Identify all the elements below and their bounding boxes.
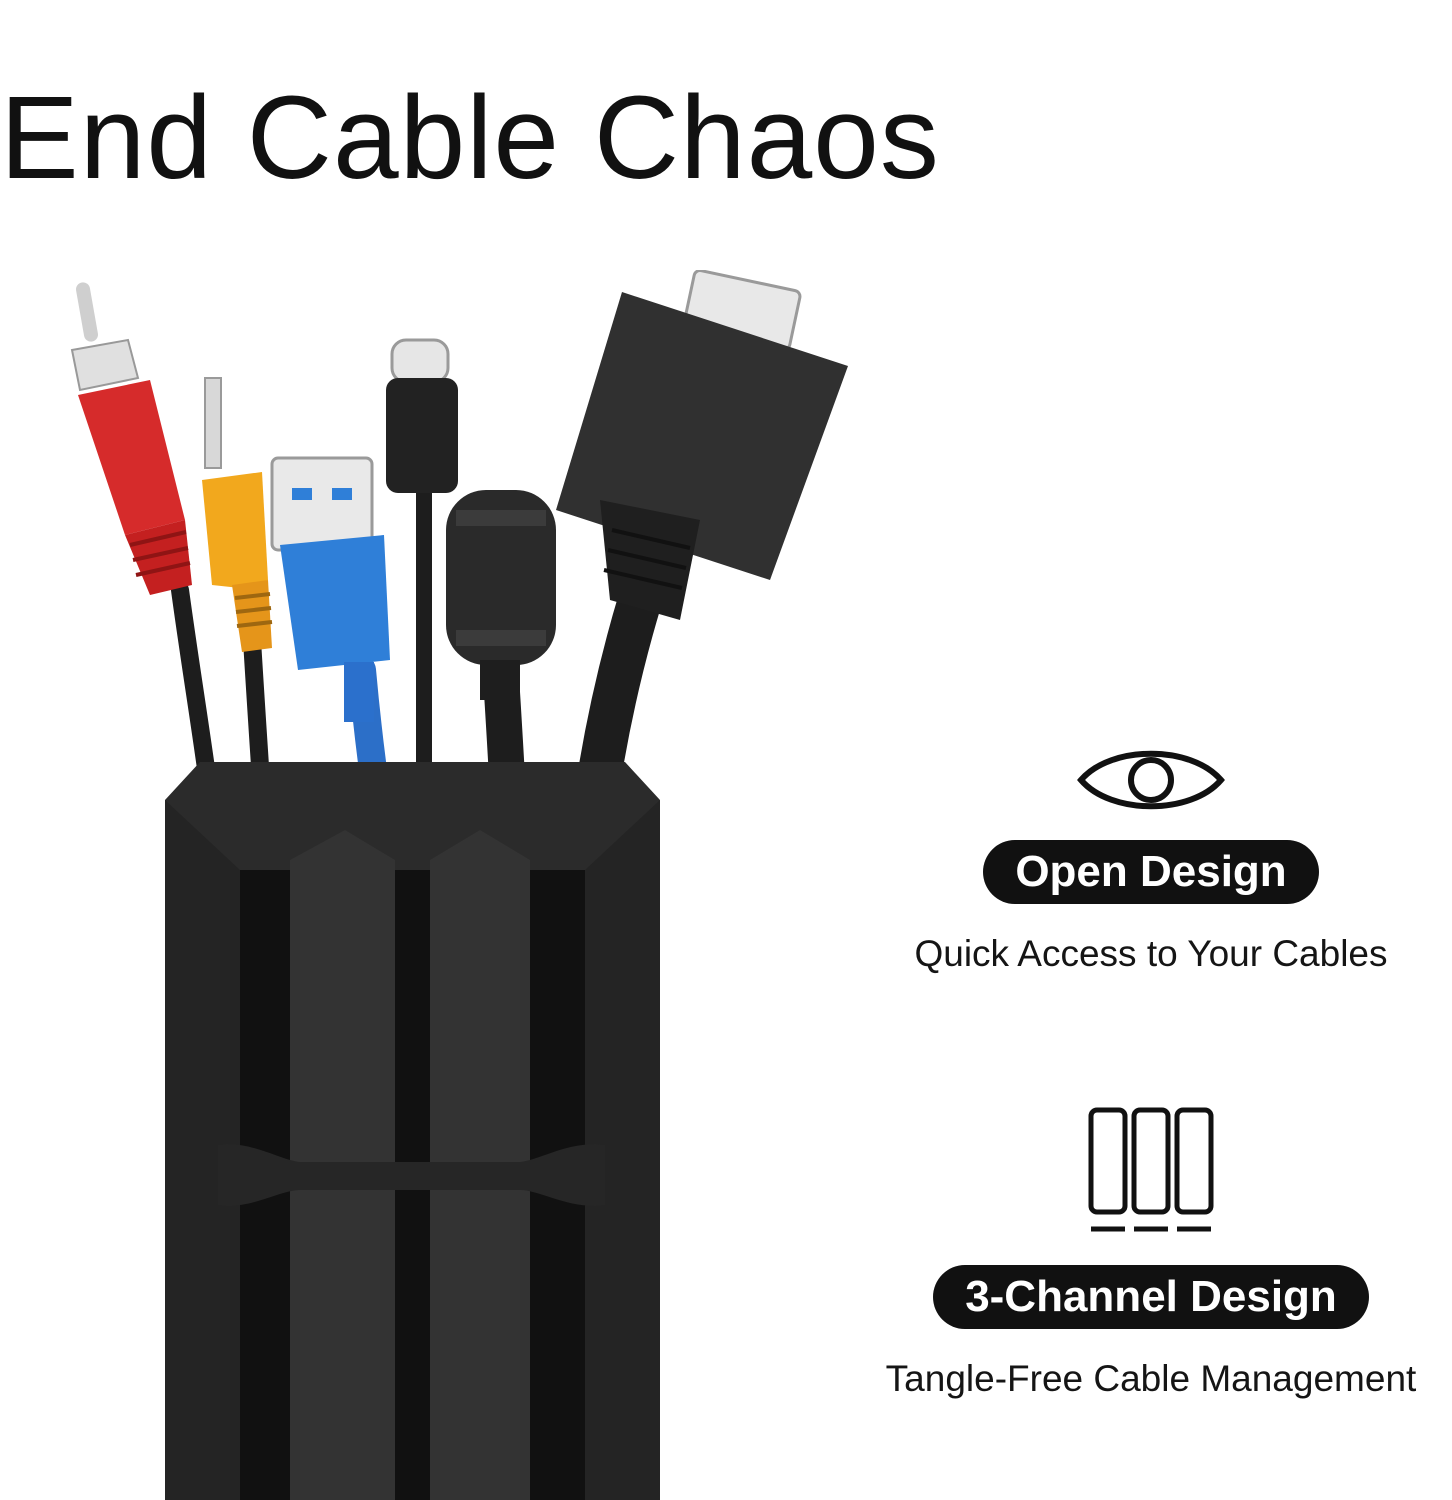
feature-3-channel-design: 3-Channel Design Tangle-Free Cable Manag…: [850, 1105, 1452, 1401]
rca-red-plug: [70, 282, 192, 595]
eye-icon: [1077, 750, 1225, 810]
feature-subtitle: Tangle-Free Cable Management: [885, 1358, 1417, 1399]
usb-a-plug: [270, 456, 390, 722]
three-channel-icon: [1088, 1107, 1214, 1232]
feature-subtitle: Quick Access to Your Cables: [914, 933, 1388, 974]
ferrite-core: [446, 490, 556, 700]
vga-plug: [556, 270, 848, 620]
rca-yellow-plug: [202, 377, 273, 652]
cable-organizer-image: [50, 270, 870, 1500]
usb-c-plug: [386, 338, 458, 493]
organizer-body: [165, 762, 660, 1500]
feature-title: Open Design: [983, 840, 1319, 904]
feature-title: 3-Channel Design: [933, 1265, 1369, 1329]
headline: End Cable Chaos: [0, 72, 940, 205]
feature-open-design: Open Design Quick Access to Your Cables: [850, 740, 1452, 976]
